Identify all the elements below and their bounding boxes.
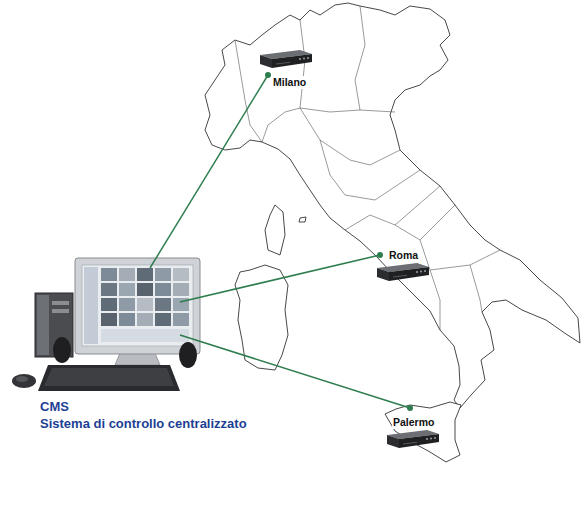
camera-thumbnail — [101, 268, 117, 281]
dvr-icon — [387, 430, 439, 448]
site-dot — [377, 252, 383, 258]
camera-thumbnail — [119, 283, 135, 296]
station-subtitle: Sistema di controllo centralizzato — [40, 415, 260, 432]
camera-thumbnail — [173, 268, 189, 281]
city-site: Roma — [388, 249, 419, 262]
city-site: Palermo — [392, 416, 435, 429]
dvr-icon — [377, 263, 429, 281]
site-dot — [407, 405, 413, 411]
network-link — [180, 335, 410, 408]
sicily-outline — [385, 402, 461, 462]
camera-thumbnail — [173, 283, 189, 296]
cms-station: CMSSistema di controllo centralizzato — [10, 255, 260, 432]
camera-thumbnail — [137, 283, 153, 296]
network-link — [180, 255, 380, 302]
dvr-icon — [260, 50, 312, 68]
city-label: Palermo — [392, 416, 435, 429]
camera-thumbnail — [155, 283, 171, 296]
camera-thumbnail — [101, 283, 117, 296]
camera-thumbnail — [101, 313, 117, 326]
city-site: Milano — [272, 76, 307, 89]
region-borders — [235, 6, 500, 330]
station-title: CMS — [40, 398, 260, 415]
camera-thumbnail — [137, 298, 153, 311]
camera-thumbnail — [119, 268, 135, 281]
camera-thumbnail — [155, 298, 171, 311]
city-label: Milano — [272, 76, 307, 89]
camera-thumbnail — [173, 313, 189, 326]
elba-island — [299, 217, 306, 222]
city-label: Roma — [388, 249, 419, 262]
camera-thumbnail — [101, 298, 117, 311]
camera-thumbnail — [137, 268, 153, 281]
camera-thumbnail — [137, 313, 153, 326]
camera-thumbnail — [119, 313, 135, 326]
mainland-outline — [205, 3, 580, 408]
camera-thumbnail — [155, 268, 171, 281]
corsica-outline — [265, 205, 285, 255]
camera-thumbnail — [119, 298, 135, 311]
site-dot — [265, 72, 271, 78]
camera-thumbnail — [155, 313, 171, 326]
network-link — [150, 75, 268, 268]
